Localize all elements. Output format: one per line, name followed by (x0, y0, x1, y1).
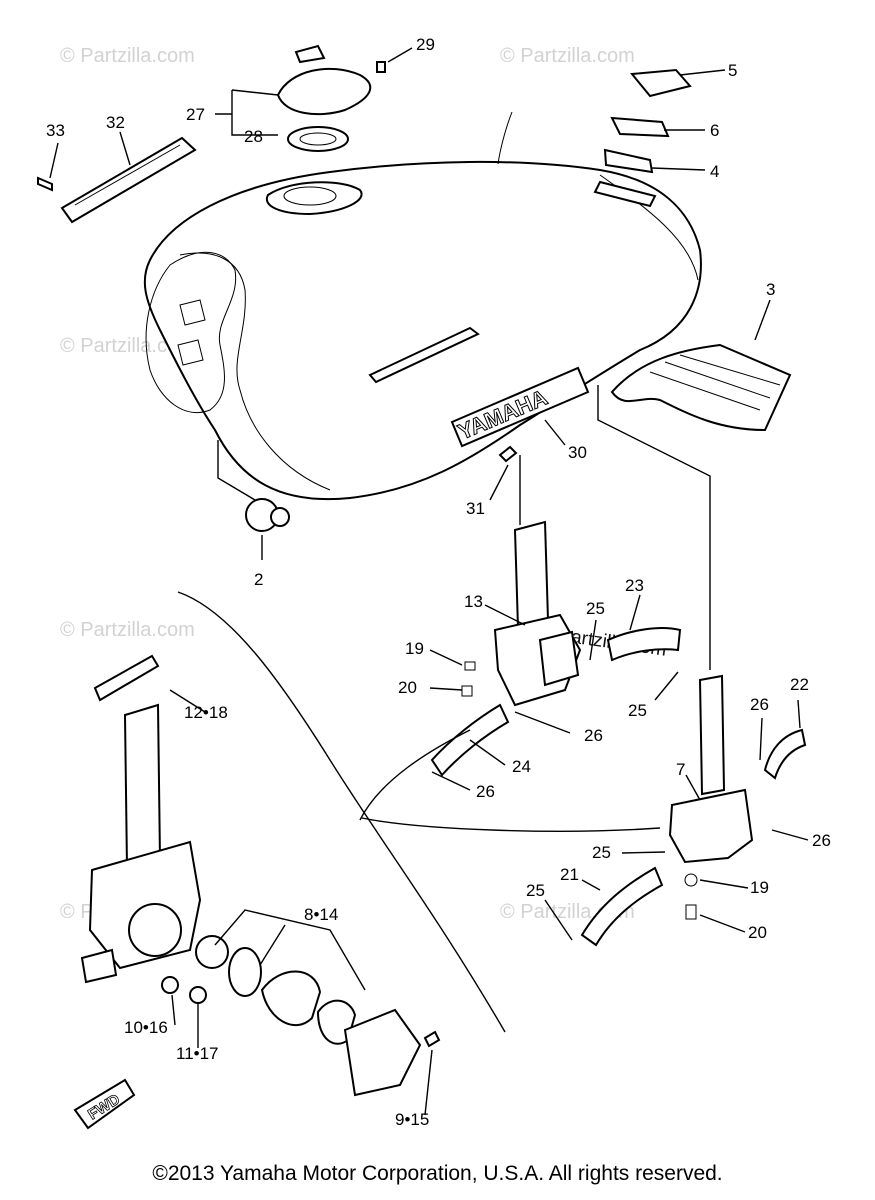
fuel-petcock-13 (430, 520, 682, 777)
callout: 19 (750, 878, 769, 897)
callout: 31 (466, 499, 485, 518)
callout: 23 (625, 576, 644, 595)
callout: 5 (728, 61, 737, 80)
callout: 6 (710, 121, 719, 140)
detail-leader (177, 591, 661, 1033)
callout: 10•16 (124, 1018, 168, 1037)
fuel-tank-exploded-view: © Partzilla.com © Partzilla.com © Partzi… (37, 35, 831, 1130)
leader-lines (49, 47, 809, 1116)
fuel-tank (143, 111, 702, 501)
callout: 24 (512, 757, 531, 776)
watermark: © Partzilla.com (500, 45, 635, 67)
callout: 8•14 (304, 905, 338, 924)
callout: 29 (416, 35, 435, 54)
callout: 25 (592, 843, 611, 862)
tank-bracket-parts (603, 68, 692, 174)
callout: 25 (628, 701, 647, 720)
screw-31 (498, 445, 518, 463)
fuel-petcock-7 (580, 674, 807, 947)
callout: 12•18 (184, 703, 228, 722)
callout: 21 (560, 865, 579, 884)
callout: 33 (46, 121, 65, 140)
watermark: © Partzilla.com (60, 45, 195, 67)
callout: 20 (398, 678, 417, 697)
callout: 9•15 (395, 1110, 429, 1129)
callout: 30 (568, 443, 587, 462)
callout: 26 (750, 695, 769, 714)
callout-labels: 29 5 27 28 6 4 33 32 3 30 31 2 13 25 23 … (46, 35, 831, 1129)
callout: 26 (584, 726, 603, 745)
callout: 3 (766, 280, 775, 299)
callout: 4 (710, 162, 719, 181)
fuel-cap (276, 44, 386, 152)
callout: 25 (526, 881, 545, 900)
enlarged-petcock: FWD (73, 654, 441, 1130)
callout: 32 (106, 113, 125, 132)
callout: 25 (586, 599, 605, 618)
callout: 22 (790, 675, 809, 694)
callout: 27 (186, 105, 205, 124)
callout: 28 (244, 127, 263, 146)
watermark: © Partzilla.com (60, 335, 195, 357)
callout: 19 (405, 639, 424, 658)
callout: 26 (812, 831, 831, 850)
tank-cap-2 (245, 498, 290, 532)
callout: 7 (676, 760, 685, 779)
callout: 20 (748, 923, 767, 942)
heat-shield (610, 343, 792, 432)
callout: 2 (254, 570, 263, 589)
callout: 26 (476, 782, 495, 801)
emblem-plate (37, 136, 197, 224)
watermark: © Partzilla.com (60, 619, 195, 641)
callout: 11•17 (176, 1044, 219, 1063)
copyright-notice: ©2013 Yamaha Motor Corporation, U.S.A. A… (152, 1162, 723, 1185)
callout: 13 (464, 592, 483, 611)
